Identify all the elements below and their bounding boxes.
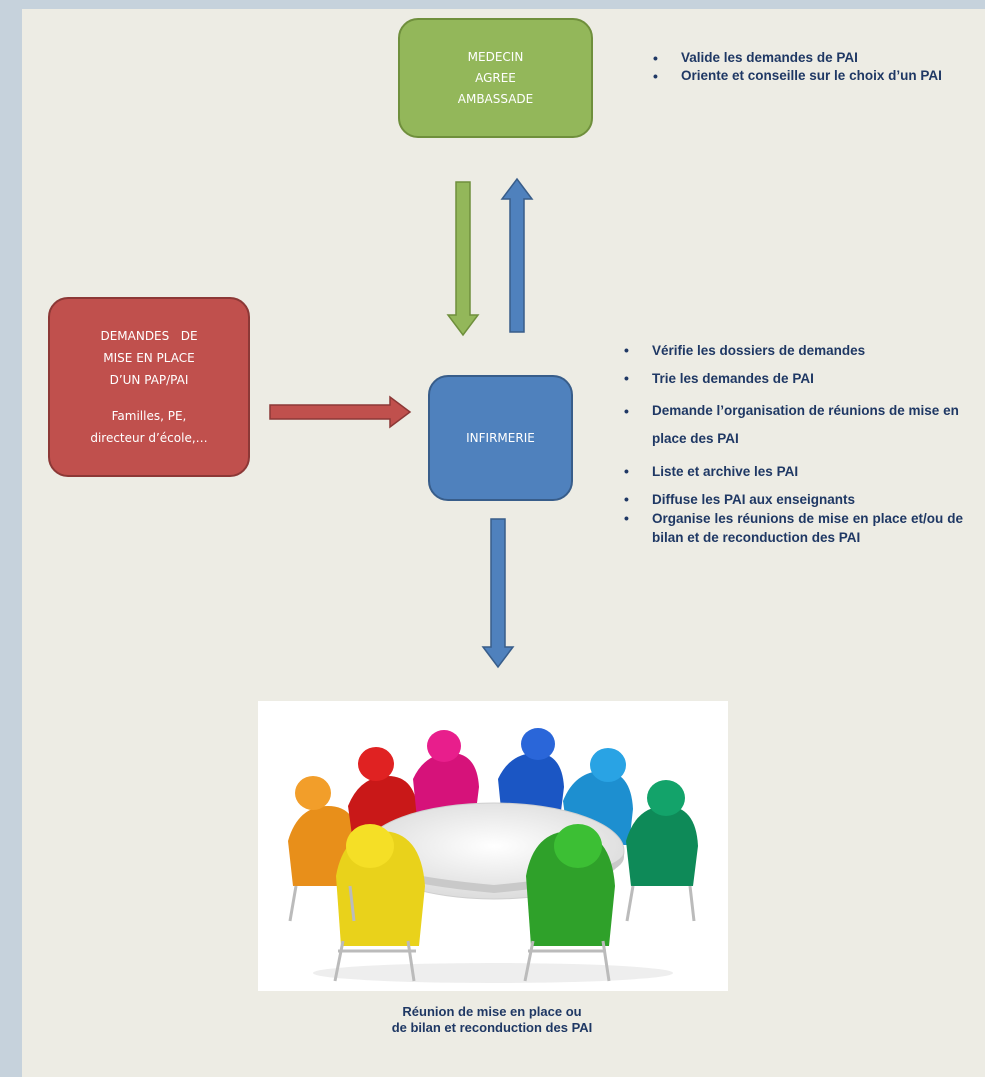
flow-arrows — [269, 177, 534, 669]
people-around-table-icon — [288, 728, 698, 983]
infirmerie-task: Vérifie les dossiers de demandes — [618, 341, 963, 360]
medecin-task-list: Valide les demandes de PAI Oriente et co… — [647, 49, 947, 85]
meeting-caption: Réunion de mise en place ou de bilan et … — [312, 1004, 672, 1036]
demandes-line: MISE EN PLACE — [103, 351, 195, 365]
infirmerie-task: Organise les réunions de mise en place e… — [618, 509, 963, 547]
medecin-box: MEDECIN AGREE AMBASSADE — [398, 18, 593, 138]
demandes-sub-line: Familles, PE, — [111, 409, 187, 423]
demandes-box: DEMANDES DE MISE EN PLACE D’UN PAP/PAI F… — [48, 297, 250, 477]
infirmerie-task: Demande l’organisation de réunions de mi… — [618, 397, 963, 453]
medecin-line: MEDECIN — [467, 49, 524, 64]
infirmerie-box: INFIRMERIE — [428, 375, 573, 501]
caption-line: Réunion de mise en place ou — [402, 1004, 582, 1019]
meeting-illustration — [258, 701, 728, 991]
arrow-down-green-icon — [446, 181, 480, 337]
demandes-line: D’UN PAP/PAI — [109, 373, 189, 387]
arrow-down-blue-icon — [481, 518, 515, 669]
demandes-sub-line: directeur d’école,… — [90, 431, 208, 445]
medecin-line: AMBASSADE — [457, 91, 534, 106]
infirmerie-label: INFIRMERIE — [466, 431, 535, 445]
infirmerie-task: Trie les demandes de PAI — [618, 369, 963, 388]
medecin-task: Oriente et conseille sur le choix d’un P… — [647, 67, 947, 85]
arrow-up-blue-icon — [500, 177, 534, 333]
caption-line: de bilan et reconduction des PAI — [391, 1020, 593, 1035]
demandes-line: DEMANDES DE — [100, 329, 198, 343]
infirmerie-task: Diffuse les PAI aux enseignants — [618, 490, 963, 509]
arrow-right-red-icon — [269, 395, 412, 429]
medecin-line: AGREE — [475, 70, 516, 85]
page-canvas: MEDECIN AGREE AMBASSADE Valide les deman… — [22, 9, 985, 1077]
infirmerie-task-list: Vérifie les dossiers de demandes Trie le… — [618, 341, 963, 547]
medecin-task: Valide les demandes de PAI — [647, 49, 947, 67]
infirmerie-task: Liste et archive les PAI — [618, 462, 963, 481]
